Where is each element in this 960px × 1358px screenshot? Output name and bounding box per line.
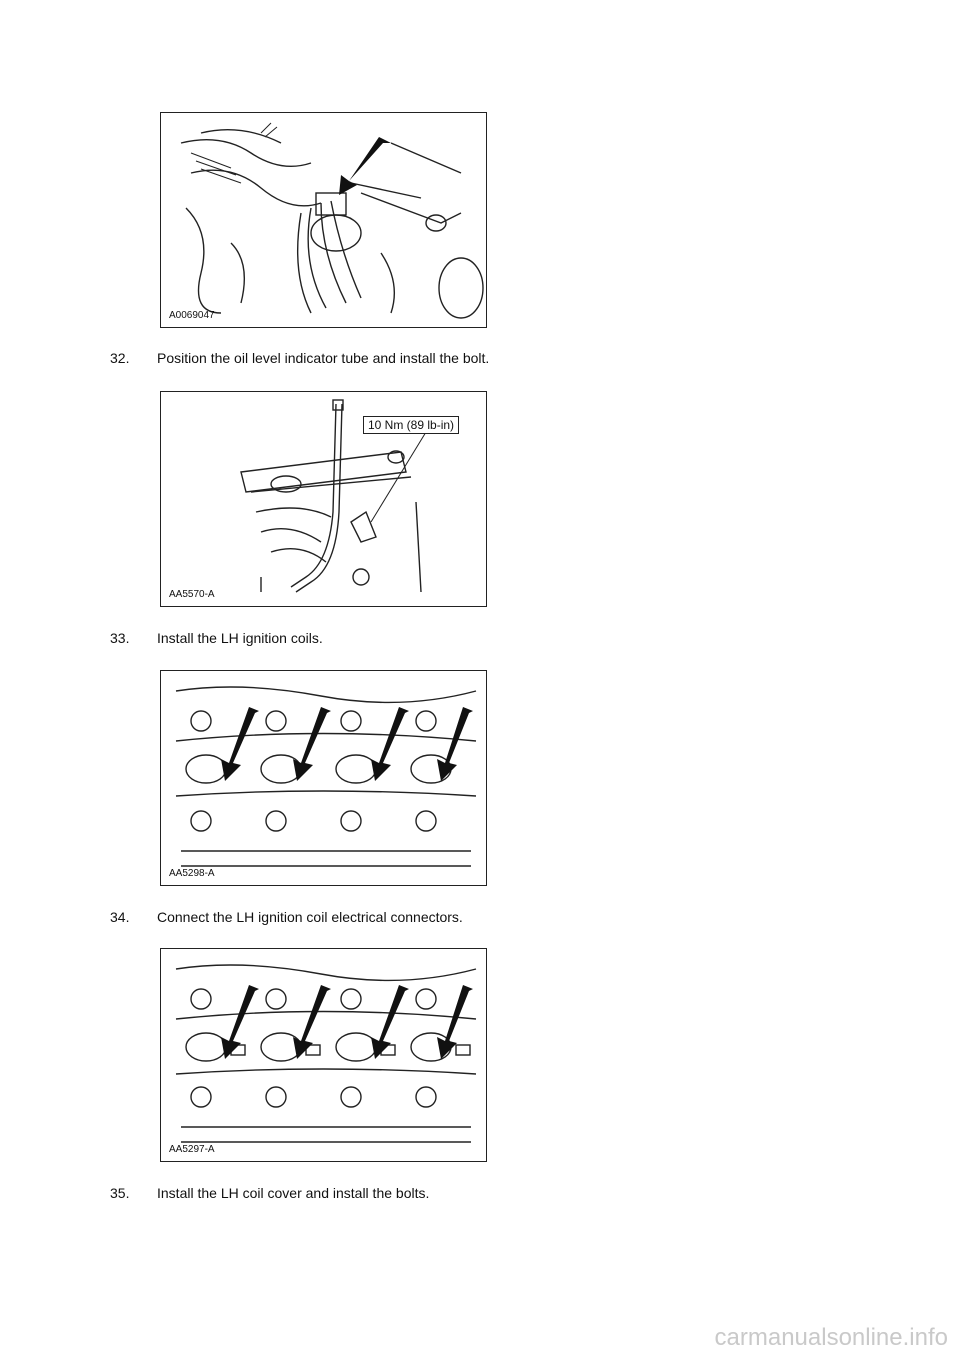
step-number: 33. <box>110 630 130 646</box>
figure-label: AA5570-A <box>169 589 215 600</box>
figure-oil-level-tube: 10 Nm (89 lb-in) AA5570-A <box>160 391 487 607</box>
step-text: Install the LH ignition coils. <box>157 630 323 646</box>
step-34: 34. Connect the LH ignition coil electric… <box>110 909 463 925</box>
step-32: 32. Position the oil level indicator tube… <box>110 350 489 366</box>
arrow-pointer <box>339 137 391 195</box>
watermark: carmanualsonline.info <box>714 1324 948 1351</box>
step-text: Install the LH coil cover and install th… <box>157 1185 430 1201</box>
coil-connectors-illustration <box>175 964 477 1143</box>
figure-coil-connectors: AA5297-A <box>160 948 487 1162</box>
wiring-harness-illustration <box>180 122 484 319</box>
figure-label: A0069047 <box>169 310 215 321</box>
step-number: 35. <box>110 1185 130 1201</box>
figure-label: AA5298-A <box>169 868 215 879</box>
step-35: 35. Install the LH coil cover and install… <box>110 1185 429 1201</box>
step-number: 32. <box>110 350 130 366</box>
step-33: 33. Install the LH ignition coils. <box>110 630 323 646</box>
step-number: 34. <box>110 909 130 925</box>
oil-tube-illustration <box>240 399 427 593</box>
step-text: Position the oil level indicator tube an… <box>157 350 490 366</box>
torque-callout: 10 Nm (89 lb-in) <box>363 416 460 434</box>
figure-ignition-coils: AA5298-A <box>160 670 487 886</box>
step-text: Connect the LH ignition coil electrical … <box>157 909 463 925</box>
figure-label: AA5297-A <box>169 1144 215 1155</box>
ignition-coils-illustration <box>175 686 477 867</box>
figure-wiring-harness: A0069047 <box>160 112 487 328</box>
